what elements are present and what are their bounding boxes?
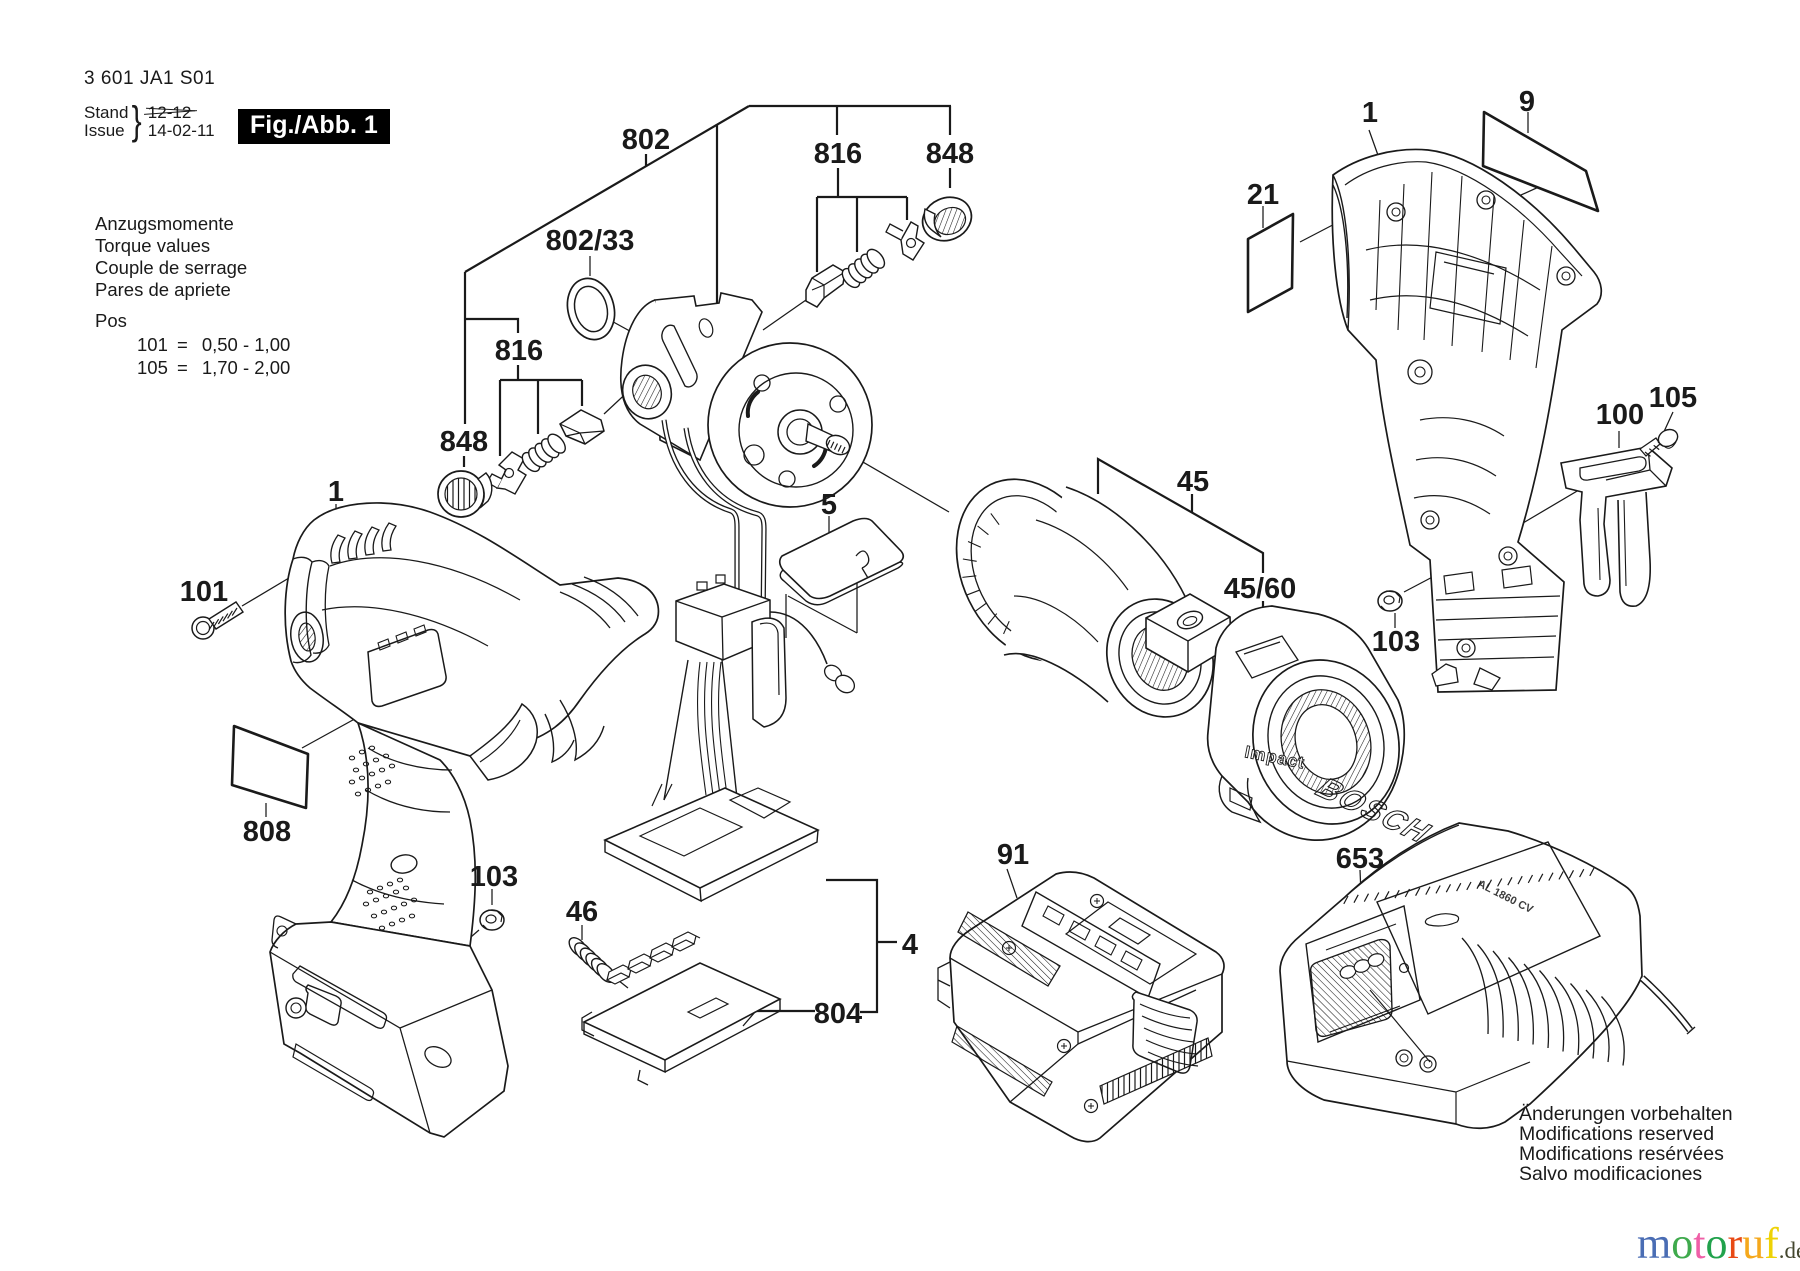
stand-label: Stand xyxy=(84,102,129,122)
torque-title-fr: Couple de serrage xyxy=(95,257,248,278)
logo-letter: m xyxy=(1637,1219,1672,1268)
sticker-9 xyxy=(1481,110,1600,213)
issue-block: Stand Issue } 12-12 14-02-11 xyxy=(84,99,215,144)
motor-assembly xyxy=(620,292,873,634)
logo-letter: t xyxy=(1693,1219,1706,1268)
logo-letter: o xyxy=(1671,1219,1694,1268)
switch-module xyxy=(603,574,856,903)
sticker-808 xyxy=(230,724,310,810)
callout-sticker-21: 21 xyxy=(1247,179,1279,211)
belt-clip xyxy=(1560,428,1679,608)
callout-brush-set-left: 816 xyxy=(495,335,543,367)
note-fr: Modifications resérvées xyxy=(1519,1143,1724,1165)
logo-letter: r xyxy=(1727,1219,1743,1268)
note-de: Änderungen vorbehalten xyxy=(1519,1103,1733,1125)
callout-contact-plate: 804 xyxy=(814,998,862,1030)
selector-button xyxy=(778,517,905,606)
housing-half xyxy=(1331,148,1603,693)
torque-pos-label: Pos xyxy=(95,310,127,331)
modification-notes: Änderungen vorbehalten Modifications res… xyxy=(1519,1104,1733,1184)
callout-electronics-module: 4 xyxy=(902,929,918,961)
contact-plate xyxy=(581,931,782,1086)
callout-battery-pack: 91 xyxy=(997,839,1029,871)
callout-selector-button: 5 xyxy=(821,489,837,521)
housing-assembled xyxy=(269,502,660,1138)
o-ring xyxy=(566,277,616,341)
battery-pack xyxy=(937,871,1225,1143)
callout-motor-group: 802 xyxy=(622,124,670,156)
torque-entries: 101=0,50 - 1,00 105=1,70 - 2,00 xyxy=(137,333,290,379)
brush-set-right xyxy=(805,196,973,308)
callout-housing-assembled: 1 xyxy=(328,476,344,508)
torque-title-es: Pares de apriete xyxy=(95,279,231,300)
logo-letter: f xyxy=(1764,1219,1779,1268)
callout-retaining-ring-right: 848 xyxy=(926,138,974,170)
callout-charger: 653 xyxy=(1336,843,1384,875)
torque-title-en: Torque values xyxy=(95,235,211,256)
motoruf-logo: motoruf.de xyxy=(1637,1218,1800,1269)
housing-screw xyxy=(191,601,244,640)
sticker-21 xyxy=(1246,212,1295,314)
figure-label-box: Fig./Abb. 1 xyxy=(238,109,390,144)
callout-o-ring: 802/33 xyxy=(546,225,635,257)
callout-brush-set-right: 816 xyxy=(814,138,862,170)
callout-housing-half: 1 xyxy=(1362,97,1378,129)
torque-title-de: Anzugsmomente xyxy=(95,213,234,234)
pressure-spring xyxy=(568,937,616,983)
figure-label: Fig./Abb. 1 xyxy=(250,111,378,139)
callout-impact-mechanism: 45 xyxy=(1177,466,1209,498)
callout-sticker-9: 9 xyxy=(1519,86,1535,118)
callout-brush-cap-left: 848 xyxy=(440,426,488,458)
callout-hex-nut-left: 103 xyxy=(470,861,518,893)
callout-belt-clip: 100 xyxy=(1596,399,1644,431)
issue-label: Issue xyxy=(84,120,125,140)
note-en: Modifications reserved xyxy=(1519,1123,1715,1145)
torque-entry: 101=0,50 - 1,00 xyxy=(137,334,291,355)
hex-nut-right xyxy=(1377,590,1403,612)
callout-nameplate-sticker: 808 xyxy=(243,816,291,848)
impact-cover: Impact xyxy=(1206,605,1406,841)
issue-date: 14-02-11 xyxy=(147,120,215,140)
superseded-date: 12-12 xyxy=(147,102,192,122)
logo-suffix: .de xyxy=(1778,1238,1800,1263)
impact-mechanism xyxy=(955,478,1232,718)
part-number: 3 601 JA1 S01 xyxy=(84,68,216,89)
note-es: Salvo modificaciones xyxy=(1519,1163,1703,1185)
document-header: 3 601 JA1 S01 Stand Issue } 12-12 14-02-… xyxy=(84,68,215,144)
logo-letter: o xyxy=(1705,1219,1728,1268)
callout-pressure-spring: 46 xyxy=(566,896,598,928)
callout-hex-nut-right: 103 xyxy=(1372,626,1420,658)
torque-entry: 105=1,70 - 2,00 xyxy=(137,357,291,378)
callout-clip-screw: 105 xyxy=(1649,382,1697,414)
logo-letter: u xyxy=(1742,1219,1765,1268)
callout-housing-screw: 101 xyxy=(180,576,228,608)
hex-nut-left xyxy=(479,909,505,931)
issue-brace: } xyxy=(132,99,143,143)
callout-impact-cover: 45/60 xyxy=(1224,573,1297,605)
brush-set-left xyxy=(437,409,605,518)
torque-title-block: Anzugsmomente Torque values Couple de se… xyxy=(95,213,247,301)
